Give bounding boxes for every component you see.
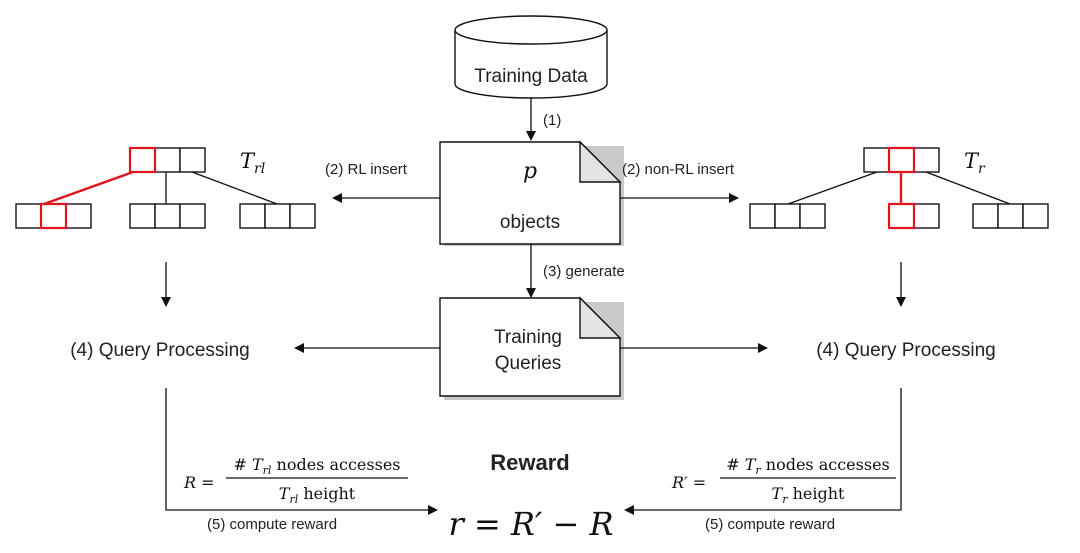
left-formula-denominator: Trl height xyxy=(279,484,356,506)
training-data-label: Training Data xyxy=(474,66,588,87)
left-query-processing: (4) Query Processing xyxy=(70,340,250,361)
right-formula-denominator: Tr height xyxy=(772,484,845,506)
left-compute-reward-label: (5) compute reward xyxy=(207,516,337,533)
left-reward-connector xyxy=(165,388,438,515)
reward-formula: r = R′ − R xyxy=(448,505,613,543)
left-reward-formula: R = # Trl nodes accesses Trl height xyxy=(183,455,408,506)
objects-label: objects xyxy=(500,212,560,233)
step1-label: (1) xyxy=(543,112,561,129)
right-compute-reward-label: (5) compute reward xyxy=(705,516,835,533)
left-root-highlight-cell xyxy=(128,146,157,174)
rl-insert-label: (2) RL insert xyxy=(325,161,408,178)
right-leaf-highlight-cell xyxy=(887,202,916,230)
generate-label: (3) generate xyxy=(543,263,625,280)
svg-text:R′ =: R′ = xyxy=(671,473,706,492)
right-query-processing: (4) Query Processing xyxy=(816,340,996,361)
left-tree-highlight-edge xyxy=(43,170,134,206)
training-queries-line1: Training xyxy=(494,327,562,348)
right-tree-r: Tr xyxy=(749,146,1049,230)
left-tree-rl: Trl xyxy=(15,146,316,230)
right-formula-numerator: # Tr nodes accesses xyxy=(726,455,890,477)
training-data-database: Training Data xyxy=(454,15,608,99)
right-reward-formula: R′ = # Tr nodes accesses Tr height xyxy=(671,455,896,506)
objects-document: p objects xyxy=(439,140,624,246)
objects-symbol-p: p xyxy=(523,159,537,184)
left-leaf-highlight-cell xyxy=(39,202,68,230)
svg-text:R =: R = xyxy=(183,473,215,492)
right-tree-label: Tr xyxy=(964,149,986,177)
training-queries-document: Training Queries xyxy=(439,296,624,400)
left-formula-numerator: # Trl nodes accesses xyxy=(233,455,400,477)
right-root-highlight-cell xyxy=(887,146,916,174)
non-rl-insert-label: (2) non-RL insert xyxy=(622,161,735,178)
left-tree-label: Trl xyxy=(240,149,265,177)
training-queries-line2: Queries xyxy=(495,353,562,374)
reward-title: Reward xyxy=(490,450,569,475)
right-reward-connector xyxy=(624,388,902,515)
